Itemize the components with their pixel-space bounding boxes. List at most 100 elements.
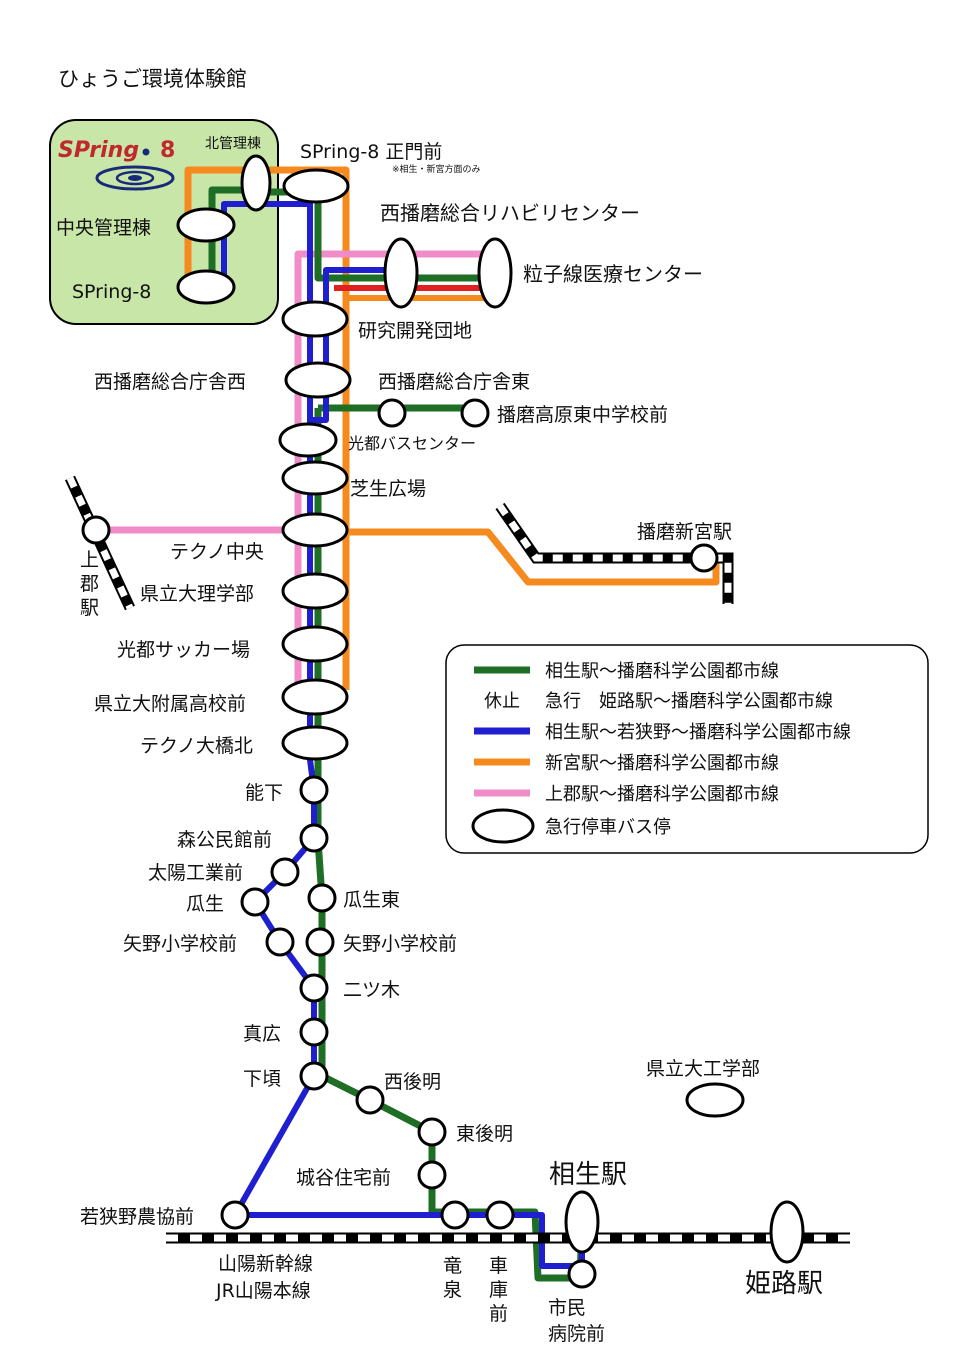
stop-central-admin[interactable]: [176, 207, 236, 243]
stop-nishigomyo[interactable]: [355, 1085, 385, 1115]
stop-aioi[interactable]: [564, 1190, 600, 1254]
stop-labels: 北管理棟 SPring-8 正門前 ※相生・新宮方面のみ 中央管理棟 SPrin…: [56, 136, 823, 1345]
stop-uryu-east[interactable]: [307, 883, 337, 913]
stop-yano-east[interactable]: [305, 927, 335, 957]
label-kamigori-3: 駅: [80, 597, 99, 619]
legend-express-himeji-label: 急行 姫路駅〜播磨科学公園都市線: [545, 691, 833, 712]
rail-kamigori-dash: [66, 476, 134, 610]
label-nishigomyo: 西後明: [384, 1071, 441, 1093]
label-ryusen-1: 竜: [443, 1255, 462, 1277]
label-shimokoro: 下頃: [243, 1068, 281, 1090]
label-univ-hs: 県立大附属高校前: [94, 693, 246, 715]
stop-rehab[interactable]: [383, 237, 419, 309]
stop-particle[interactable]: [477, 237, 513, 309]
label-ryusen-2: 泉: [443, 1279, 462, 1301]
stop-main-gate[interactable]: [282, 168, 350, 204]
stop-shako[interactable]: [485, 1200, 515, 1230]
legend-swatch-express-stop: [471, 808, 535, 844]
stop-hospital[interactable]: [567, 1259, 597, 1289]
stop-himeji[interactable]: [769, 1200, 805, 1264]
label-lawn: 芝生広場: [350, 478, 426, 500]
logo-core: [128, 175, 142, 181]
map-title: ひょうご環境体験館: [58, 67, 247, 91]
label-uryu: 瓜生: [186, 893, 224, 915]
label-kamigori-2: 郡: [80, 573, 99, 595]
stop-spring8[interactable]: [176, 269, 236, 305]
label-mori: 森公民館前: [177, 829, 272, 851]
spring8-logo: SPring 8: [58, 138, 175, 191]
stop-research[interactable]: [281, 300, 349, 338]
label-main-gate: SPring-8 正門前: [300, 141, 442, 163]
stop-office-west[interactable]: [284, 361, 352, 399]
orange-route-shingu: [346, 528, 720, 586]
stop-ryusen[interactable]: [440, 1200, 470, 1230]
label-techno-center: テクノ中央: [170, 541, 264, 563]
legend-green-label: 相生駅〜播磨科学公園都市線: [545, 661, 779, 682]
stop-magari[interactable]: [299, 1017, 329, 1047]
label-kamigori-1: 上: [80, 549, 99, 571]
stop-harima-jhs[interactable]: [460, 398, 490, 428]
label-shako-2: 庫: [489, 1279, 508, 1301]
stop-higashigomyo[interactable]: [417, 1117, 447, 1147]
stop-shimokoro[interactable]: [299, 1061, 329, 1091]
label-shako-3: 前: [489, 1303, 508, 1325]
stop-lawn[interactable]: [281, 460, 349, 496]
stop-univ-hs[interactable]: [281, 678, 349, 716]
label-jr-sanyo: JR山陽本線: [215, 1280, 311, 1302]
stop-techno-bridge[interactable]: [281, 725, 349, 761]
label-univ-science: 県立大理学部: [140, 583, 254, 605]
stop-mori[interactable]: [299, 823, 329, 853]
stop-techno-center[interactable]: [281, 512, 349, 548]
label-rehab: 西播磨総合リハビリセンター: [380, 201, 640, 225]
label-bus-center: 光都バスセンター: [348, 434, 476, 453]
label-techno-bridge: テクノ大橋北: [140, 735, 253, 757]
stop-uryu[interactable]: [240, 887, 270, 917]
label-higashigomyo: 東後明: [456, 1123, 513, 1145]
label-research: 研究開発団地: [358, 320, 472, 342]
label-noge: 能下: [245, 782, 283, 804]
stop-univ-eng[interactable]: [685, 1082, 745, 1118]
stop-yano-west[interactable]: [265, 927, 295, 957]
logo-dot: [142, 148, 150, 156]
logo-ring-inner: [115, 170, 155, 186]
stop-office-east[interactable]: [377, 398, 407, 428]
label-yano-east: 矢野小学校前: [343, 933, 457, 955]
label-office-west: 西播磨総合庁舎西: [94, 371, 246, 393]
stop-univ-science[interactable]: [281, 572, 349, 610]
legend-orange-label: 新宮駅〜播磨科学公園都市線: [545, 753, 779, 774]
stop-wakasano[interactable]: [220, 1200, 250, 1230]
label-hospital-2: 病院前: [548, 1323, 605, 1345]
label-aioi: 相生駅: [549, 1160, 627, 1190]
label-soccer: 光都サッカー場: [117, 639, 250, 661]
stop-shiroya[interactable]: [417, 1160, 447, 1190]
label-uryu-east: 瓜生東: [343, 889, 400, 911]
stop-kamigori-station[interactable]: [81, 515, 111, 545]
legend-pink-label: 上郡駅〜播磨科学公園都市線: [545, 784, 779, 805]
label-hospital-1: 市民: [548, 1297, 586, 1319]
label-shinkansen: 山陽新幹線: [218, 1253, 313, 1275]
legend-box: [445, 644, 929, 854]
label-taiyo: 太陽工業前: [148, 862, 243, 884]
label-harima-jhs: 播磨高原東中学校前: [497, 404, 668, 426]
label-particle: 粒子線医療センター: [523, 262, 703, 286]
stop-bus-center[interactable]: [278, 422, 338, 458]
local-stops: [81, 398, 719, 1289]
legend-blue-label: 相生駅〜若狭野〜播磨科学公園都市線: [545, 722, 851, 743]
legend: 相生駅〜播磨科学公園都市線 休止 急行 姫路駅〜播磨科学公園都市線 相生駅〜若狭…: [445, 644, 929, 854]
logo-text: SPring: [58, 138, 139, 163]
stop-north-admin[interactable]: [240, 154, 272, 212]
label-magari: 真広: [243, 1023, 281, 1045]
label-spring8: SPring-8: [72, 281, 151, 303]
label-futatsugi: 二ツ木: [343, 979, 400, 1001]
label-himeji: 姫路駅: [745, 1269, 823, 1299]
stop-taiyo[interactable]: [270, 857, 300, 887]
stop-soccer[interactable]: [281, 625, 349, 663]
label-main-gate-note: ※相生・新宮方面のみ: [392, 163, 481, 175]
label-harima-shingu: 播磨新宮駅: [637, 521, 732, 543]
express-stops: [176, 154, 805, 1264]
pink-route: [294, 250, 495, 700]
stop-harima-shingu[interactable]: [689, 543, 719, 573]
stop-noge[interactable]: [299, 775, 329, 805]
stop-futatsugi[interactable]: [299, 973, 329, 1003]
